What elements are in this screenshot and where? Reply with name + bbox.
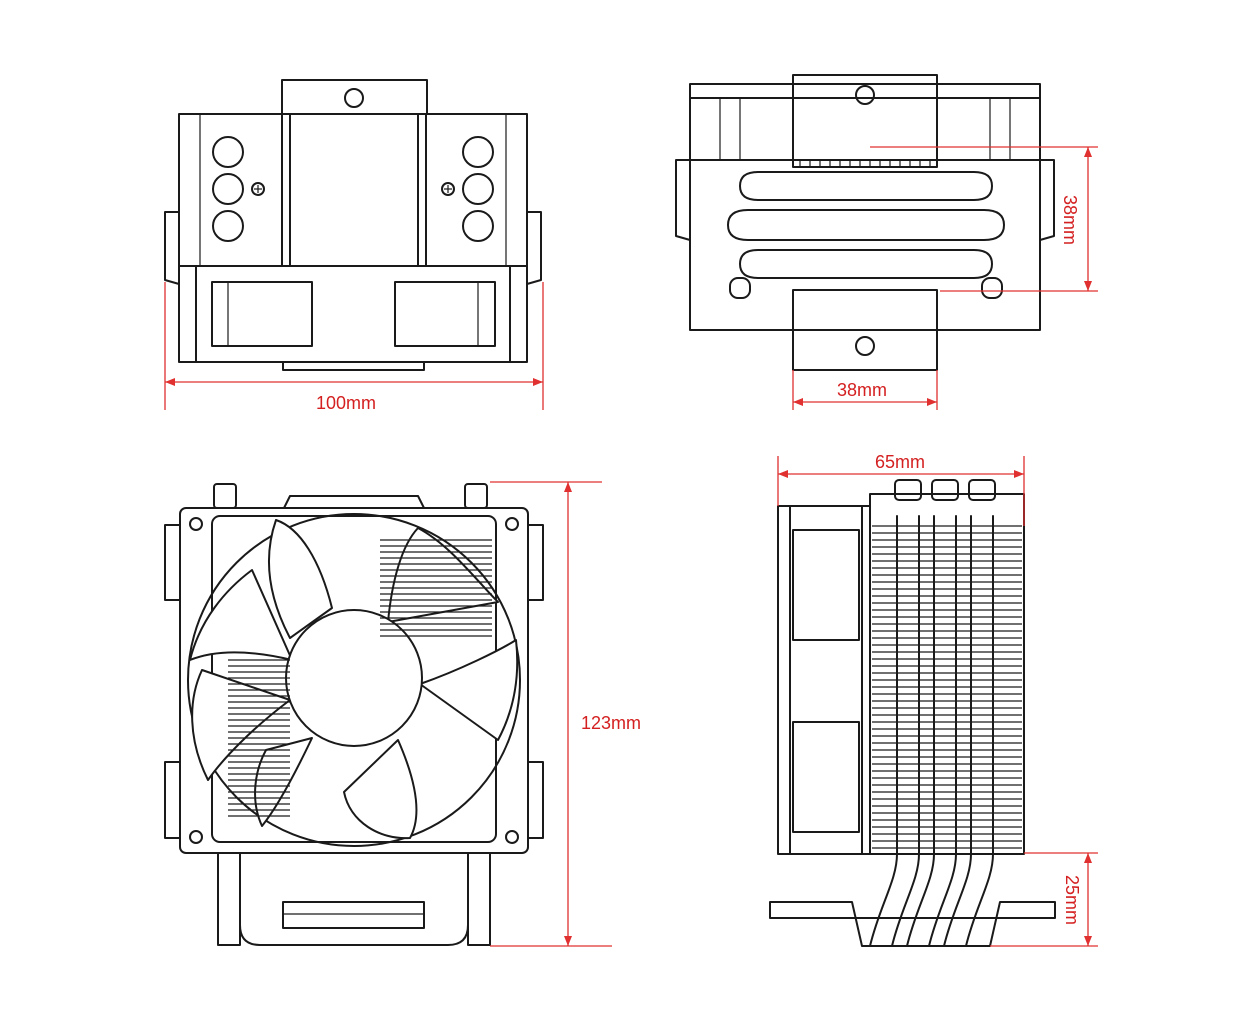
dimension-38mm-height: 38mm: [870, 146, 1098, 292]
front-view-louvers: [228, 539, 492, 817]
dimension-65mm: 65mm: [777, 452, 1025, 526]
depth-label: 65mm: [875, 452, 925, 472]
side-height-label: 38mm: [1060, 195, 1080, 245]
dimension-38mm-base: 38mm: [792, 370, 938, 410]
side-view: [675, 74, 1055, 371]
front-height-label: 123mm: [581, 713, 641, 733]
dimension-100mm: 100mm: [164, 282, 544, 413]
profile-view-fins: [872, 525, 1022, 849]
base-height-label: 25mm: [1062, 875, 1082, 925]
front-view: [164, 483, 544, 946]
dimension-123mm: 123mm: [490, 481, 641, 947]
profile-view: [769, 479, 1056, 947]
top-view: [164, 79, 542, 371]
dimension-25mm: 25mm: [990, 852, 1098, 947]
base-width-label: 38mm: [837, 380, 887, 400]
side-view-fins: [799, 160, 931, 167]
width-label: 100mm: [316, 393, 376, 413]
